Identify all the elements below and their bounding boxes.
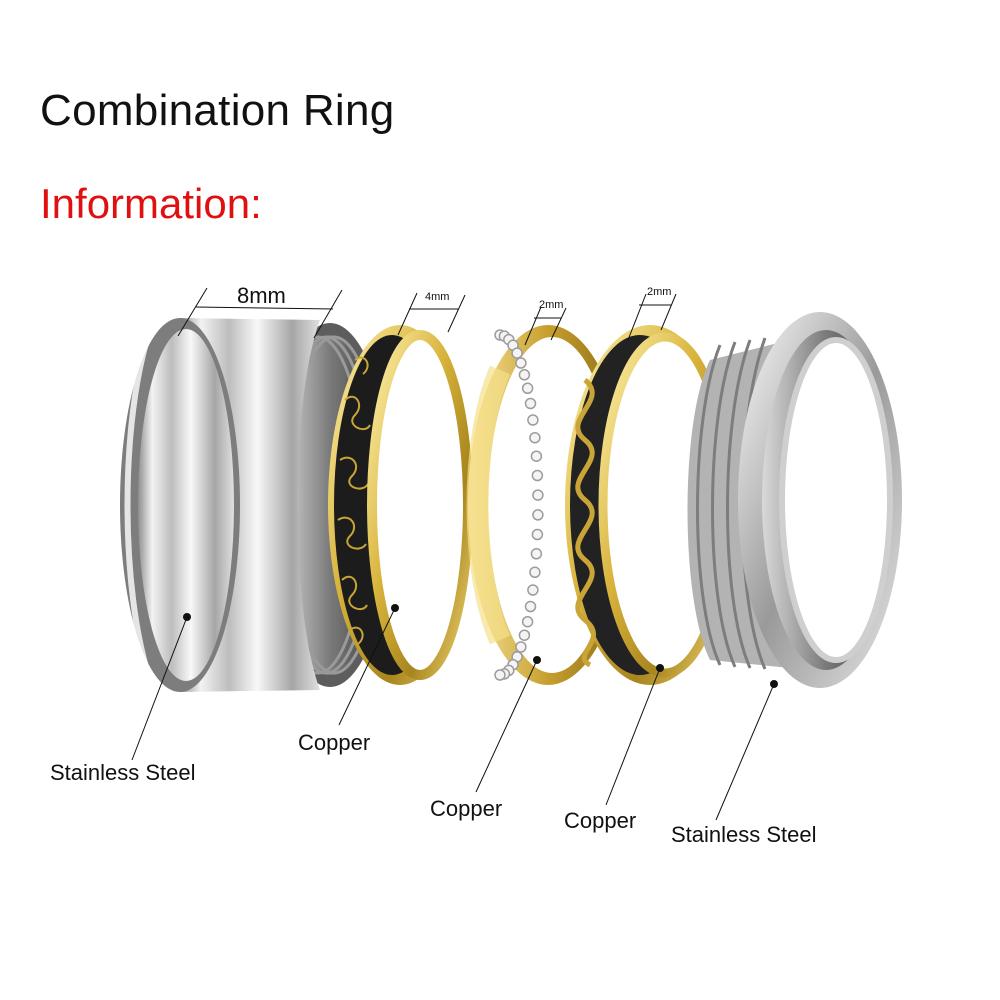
stone xyxy=(531,469,544,482)
dimension-2mm-stones-label: 2mm xyxy=(539,299,563,311)
stone xyxy=(529,566,541,579)
stone xyxy=(521,615,534,628)
stone xyxy=(529,431,541,444)
label-ring1: Stainless Steel xyxy=(50,760,196,785)
dimension-2mm-stones xyxy=(524,306,567,346)
leader-ring3 xyxy=(475,656,541,793)
ring-copper-filigree xyxy=(328,325,473,685)
label-ring3: Copper xyxy=(430,796,503,821)
dimension-2mm-infinity xyxy=(627,293,677,341)
information-heading: Information: xyxy=(40,180,262,227)
dimension-2mm-infinity-label: 2mm xyxy=(647,286,671,298)
dimension-8mm xyxy=(177,287,343,339)
stone xyxy=(527,414,539,426)
page-title: Combination Ring xyxy=(40,86,395,135)
stone xyxy=(532,489,544,501)
stone xyxy=(511,347,523,359)
label-ring4: Copper xyxy=(564,808,637,833)
stone xyxy=(518,369,531,381)
label-ring2: Copper xyxy=(298,730,371,755)
dimension-4mm xyxy=(397,292,466,336)
label-ring5: Stainless Steel xyxy=(671,822,817,847)
dimension-8mm-label: 8mm xyxy=(237,283,286,308)
stone xyxy=(515,641,527,653)
stone xyxy=(521,382,534,395)
stone xyxy=(531,528,544,541)
leader-ring5 xyxy=(715,680,778,821)
stone xyxy=(494,669,506,681)
stone xyxy=(527,584,539,596)
stone xyxy=(524,397,537,410)
leader-ring4 xyxy=(605,664,664,806)
leader-ring2 xyxy=(338,604,399,726)
stone xyxy=(518,629,531,641)
stone xyxy=(530,548,543,560)
stone xyxy=(530,450,543,462)
stone xyxy=(532,509,544,521)
stone xyxy=(524,600,537,613)
stone xyxy=(515,357,527,369)
leader-ring1 xyxy=(131,613,191,761)
dimension-4mm-label: 4mm xyxy=(425,291,449,303)
ring-stainless-steel-grooved xyxy=(687,312,902,688)
